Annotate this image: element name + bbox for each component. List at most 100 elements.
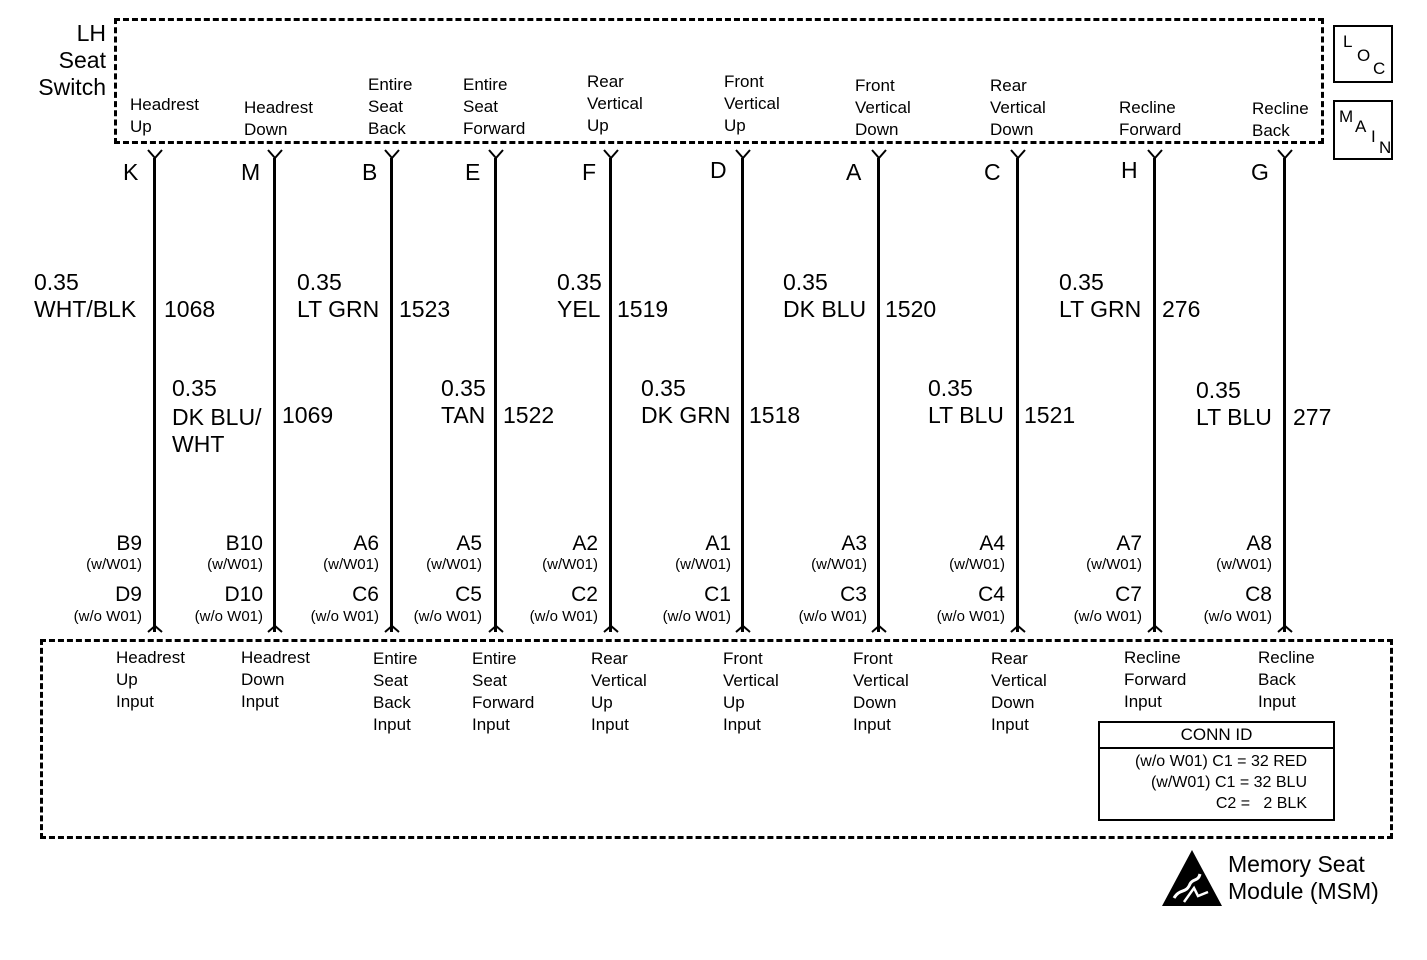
connector-mark-bottom-6: [735, 624, 751, 633]
wire-277-color: LT BLU: [1196, 404, 1272, 430]
option-with-8: (w/W01): [949, 556, 1005, 573]
wire-1521[interactable]: [1016, 158, 1019, 632]
connector-mark-top-1: [147, 149, 163, 160]
connector-mark-bottom-3: [384, 624, 400, 633]
switch-pin-g: G: [1251, 159, 1269, 185]
option-with-5: (w/W01): [542, 556, 598, 573]
conn-id-row-3: C2 = 2 BLK: [1215, 795, 1307, 812]
wire-1068-circuit: 1068: [164, 296, 216, 322]
option-without-7: (w/o W01): [798, 608, 867, 625]
switch-pin-m: M: [241, 159, 261, 185]
wire-276-circuit: 276: [1162, 296, 1201, 322]
switch-pin-c: C: [984, 159, 1001, 185]
switch-input-headrest-down: Headrest Down: [244, 98, 313, 139]
option-with-2: (w/W01): [207, 556, 263, 573]
wire-1522-color: TAN: [441, 402, 486, 428]
option-with-3: (w/W01): [323, 556, 379, 573]
terminal-without-1: D9: [115, 583, 142, 606]
wire-1522-circuit: 1522: [503, 402, 555, 428]
option-with-4: (w/W01): [426, 556, 482, 573]
module-input-headrest-up: Headrest Up Input: [116, 648, 185, 711]
wire-1520-circuit: 1520: [885, 296, 937, 322]
connector-mark-bottom-7: [871, 624, 887, 633]
wire-276-color: LT GRN: [1059, 296, 1142, 322]
option-with-7: (w/W01): [811, 556, 867, 573]
connector-mark-bottom-8: [1010, 624, 1026, 633]
terminal-with-6: A1: [705, 532, 731, 555]
option-without-5: (w/o W01): [529, 608, 598, 625]
connector-mark-bottom-5: [603, 624, 619, 633]
option-without-2: (w/o W01): [194, 608, 263, 625]
switch-pin-h: H: [1121, 157, 1138, 183]
switch-pin-a: A: [846, 159, 862, 185]
terminal-without-10: C8: [1245, 583, 1272, 606]
conn-id-divider: [1100, 747, 1333, 749]
terminal-without-6: C1: [704, 583, 731, 606]
wire-1069[interactable]: [273, 158, 276, 632]
wire-1518-color: DK GRN: [641, 402, 731, 428]
connector-mark-top-9: [1147, 149, 1163, 160]
connector-mark-top-6: [735, 149, 751, 160]
switch-input-front-vertical-up: Front Vertical Up: [724, 72, 780, 135]
lh-seat-switch-outline: [114, 18, 1324, 144]
switch-pin-d: D: [710, 157, 727, 183]
option-without-10: (w/o W01): [1203, 608, 1272, 625]
terminal-without-3: C6: [352, 583, 379, 606]
terminal-with-2: B10: [225, 532, 263, 555]
wire-1518-circuit: 1518: [749, 402, 801, 428]
wire-1521-circuit: 1521: [1024, 402, 1076, 428]
loc-tag[interactable]: L O C: [1333, 25, 1393, 83]
wire-1068[interactable]: [153, 158, 156, 632]
module-input-recline-back: Recline Back Input: [1258, 648, 1315, 711]
option-with-1: (w/W01): [86, 556, 142, 573]
terminal-with-4: A5: [456, 532, 482, 555]
esd-sensitive-icon: [1162, 850, 1222, 906]
option-with-6: (w/W01): [675, 556, 731, 573]
loc-letter-c: C: [1373, 59, 1386, 78]
option-with-9: (w/W01): [1086, 556, 1142, 573]
option-without-3: (w/o W01): [310, 608, 379, 625]
module-input-front-vertical-up: Front Vertical Up Input: [723, 649, 779, 734]
wire-1069-circuit: 1069: [282, 402, 334, 428]
wire-1522[interactable]: [494, 158, 497, 632]
main-letter-n: N: [1379, 138, 1392, 157]
wire-276[interactable]: [1153, 158, 1156, 632]
switch-pin-k: K: [123, 159, 139, 185]
wire-1068-color: WHT/BLK: [34, 296, 137, 322]
module-input-entire-seat-back: Entire Seat Back Input: [373, 649, 418, 734]
conn-id-row-2: (w/W01) C1 = 32 BLU: [1150, 774, 1307, 791]
connector-mark-bottom-1: [147, 624, 163, 633]
terminal-without-8: C4: [978, 583, 1005, 606]
connector-mark-top-7: [871, 149, 887, 160]
switch-title: LH Seat Switch: [38, 20, 106, 100]
module-input-front-vertical-down: Front Vertical Down Input: [853, 649, 909, 734]
connector-mark-top-4: [488, 149, 504, 160]
switch-pin-e: E: [465, 159, 481, 185]
module-input-headrest-down: Headrest Down Input: [241, 648, 310, 711]
connector-mark-bottom-10: [1277, 624, 1293, 633]
wire-1519-gauge: 0.35: [557, 269, 602, 295]
wire-1523[interactable]: [390, 158, 393, 632]
wire-1069-gauge: 0.35: [172, 375, 217, 401]
wire-1520-gauge: 0.35: [783, 269, 828, 295]
terminal-with-10: A8: [1246, 532, 1272, 555]
connector-mark-top-10: [1277, 149, 1293, 160]
module-input-entire-seat-forward: Entire Seat Forward Input: [472, 649, 535, 734]
wire-1520-color: DK BLU: [783, 296, 867, 322]
wire-1068-gauge: 0.35: [34, 269, 79, 295]
wire-1520[interactable]: [877, 158, 880, 632]
main-tag[interactable]: M A I N: [1333, 100, 1393, 160]
conn-id-row-1: (w/o W01) C1 = 32 RED: [1134, 753, 1307, 770]
option-without-1: (w/o W01): [73, 608, 142, 625]
conn-id-title: CONN ID: [1180, 725, 1253, 744]
wire-277[interactable]: [1283, 158, 1286, 632]
wire-1519[interactable]: [609, 158, 612, 632]
wire-1518[interactable]: [741, 158, 744, 632]
switch-input-entire-seat-forward: Entire Seat Forward: [463, 75, 526, 138]
loc-letter-l: L: [1343, 32, 1353, 51]
terminal-without-5: C2: [571, 583, 598, 606]
connector-mark-top-3: [384, 149, 400, 160]
option-without-6: (w/o W01): [662, 608, 731, 625]
option-without-4: (w/o W01): [413, 608, 482, 625]
